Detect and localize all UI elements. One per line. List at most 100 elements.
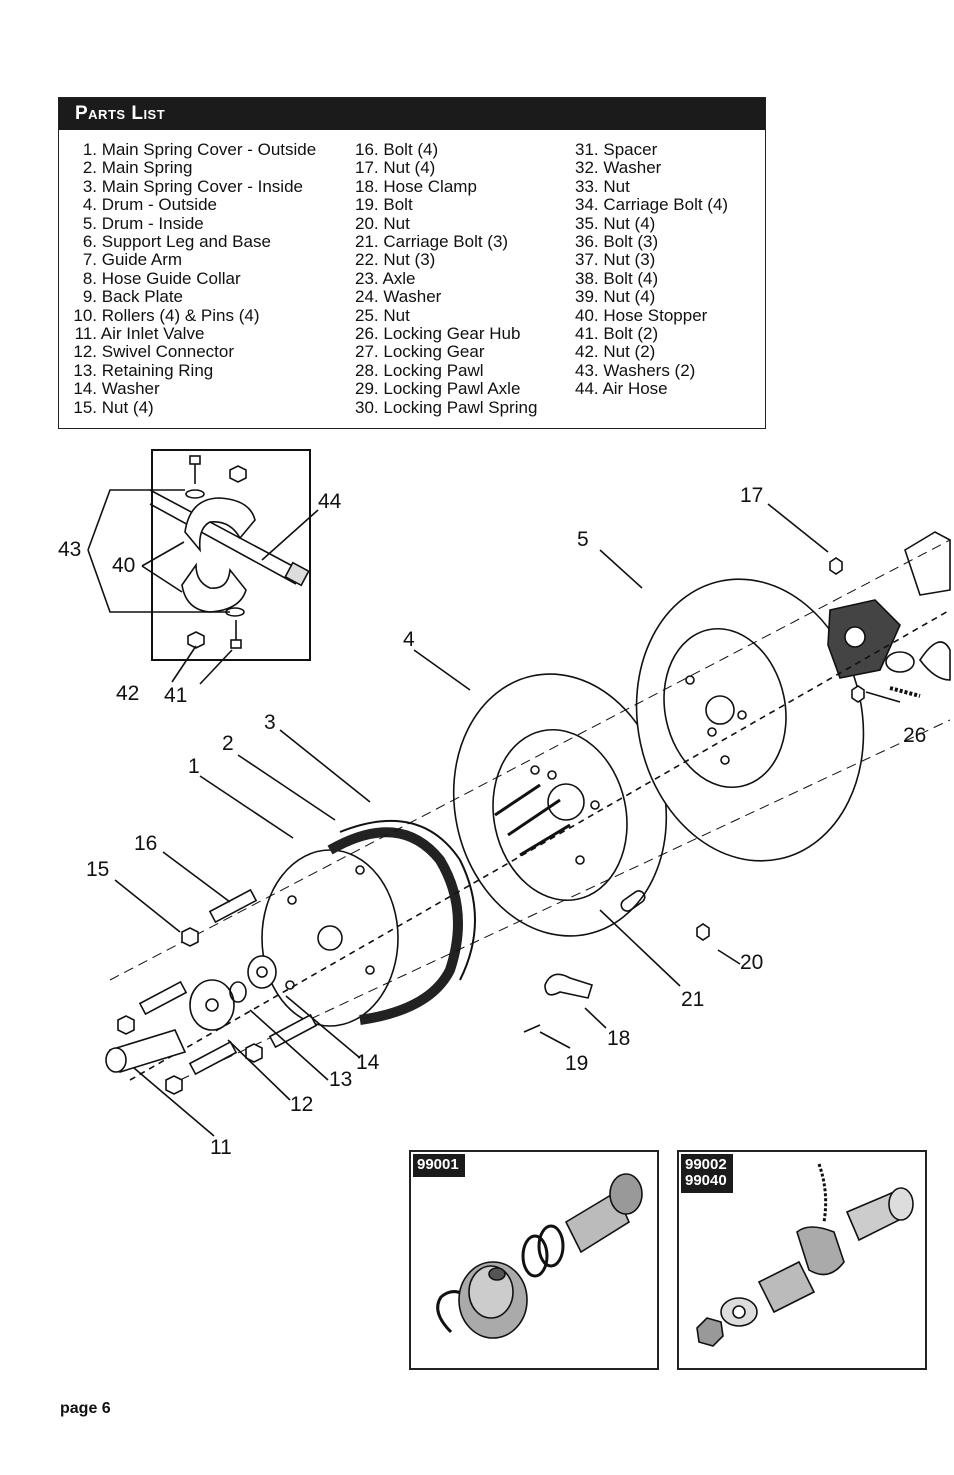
parts-item-text: Axle [382,268,416,288]
parts-list-item: 33. Nut [575,176,760,196]
callout-4: 4 [403,628,415,651]
exploded-diagram [87,449,951,1137]
parts-item-number: 26. [355,324,379,344]
parts-list-item: 39. Nut (4) [575,287,760,307]
parts-item-text: Nut [383,305,410,325]
parts-item-text: Carriage Bolt (4) [603,195,729,215]
parts-list-item: 29. Locking Pawl Axle [355,379,565,399]
kit-number-1: 99002 [685,1156,727,1173]
parts-list-item: 37. Nut (3) [575,250,760,270]
callout-21: 21 [681,988,705,1011]
parts-list-item: 25. Nut [355,305,565,325]
kit-label-99002-99040: 99002 99040 [681,1154,733,1193]
parts-item-number: 3. [82,176,97,196]
parts-item-text: Nut (4) [603,287,656,307]
parts-list-item: 30. Locking Pawl Spring [355,397,565,417]
callout-16: 16 [134,832,158,855]
parts-item-number: 42. [575,342,599,362]
callout-15: 15 [86,858,110,881]
parts-item-number: 29. [355,379,379,399]
parts-item-number: 8. [82,268,97,288]
parts-item-text: Washer [383,287,442,307]
page-number: page 6 [60,1400,111,1417]
callout-5: 5 [577,528,589,551]
parts-item-number: 9. [82,287,97,307]
callout-2: 2 [222,732,234,755]
parts-item-text: Locking Pawl Spring [383,397,538,417]
callout-26: 26 [903,724,927,747]
kit-box-99002-99040: 99002 99040 [677,1150,927,1370]
callout-20: 20 [740,951,764,974]
parts-item-number: 5. [82,213,97,233]
parts-item-text: Drum - Outside [101,195,217,215]
parts-item-text: Bolt [383,195,413,215]
parts-item-text: Nut (4) [101,397,154,417]
parts-item-text: Locking Pawl Axle [383,379,521,399]
kit-label-99001: 99001 [413,1154,465,1177]
spring-cover-inside [339,819,476,981]
callout-3: 3 [264,711,276,734]
parts-item-text: Air Hose [602,379,668,399]
parts-item-number: 30. [355,397,379,417]
kit-number: 99001 [417,1156,459,1173]
parts-item-number: 4. [82,195,97,215]
parts-list-item: 24. Washer [355,287,565,307]
parts-list-item: 6. Support Leg and Base [69,232,339,252]
parts-item-number: 40. [575,305,599,325]
parts-list-item: 36. Bolt (3) [575,232,760,252]
callout-14: 14 [356,1051,380,1074]
parts-item-text: Locking Gear Hub [383,324,521,344]
callout-19: 19 [565,1052,589,1075]
callout-40: 40 [112,554,136,577]
parts-item-text: Washer [101,379,160,399]
parts-item-text: Nut [603,176,630,196]
parts-item-text: Hose Guide Collar [101,268,241,288]
parts-item-text: Air Inlet Valve [100,324,205,344]
parts-item-text: Nut (4) [603,213,656,233]
parts-list-item: 20. Nut [355,214,565,233]
parts-list-item: 3. Main Spring Cover - Inside [69,176,339,196]
parts-item-number: 43. [575,360,599,380]
main-spring [327,827,463,1025]
parts-item-number: 41. [575,324,599,344]
parts-list-item: 15. Nut (4) [69,397,339,417]
parts-item-number: 13. [73,360,97,380]
callout-17: 17 [740,484,764,507]
parts-item-number: 11. [74,324,97,344]
parts-list-item: 19. Bolt [355,195,565,215]
parts-item-number: 16. [355,140,379,159]
parts-item-number: 21. [355,232,379,252]
callout-13: 13 [329,1068,353,1091]
kit-number-2: 99040 [685,1172,727,1189]
parts-item-number: 39. [575,287,599,307]
parts-item-text: Nut (2) [603,342,656,362]
parts-item-text: Bolt (2) [603,324,659,344]
parts-item-number: 6. [82,232,97,252]
parts-list-item: 28. Locking Pawl [355,360,565,380]
parts-item-number: 37. [575,250,599,270]
parts-item-text: Nut (4) [383,158,436,178]
parts-item-text: Swivel Connector [101,342,235,362]
parts-item-number: 28. [355,360,379,380]
parts-list-item: 42. Nut (2) [575,342,760,362]
swivel-connector [189,979,235,1031]
parts-list-item: 14. Washer [69,379,339,399]
parts-item-number: 10. [73,305,97,325]
parts-item-number: 32. [575,158,599,178]
parts-item-text: Hose Clamp [383,176,477,196]
parts-list-item: 1. Main Spring Cover - Outside [69,140,339,159]
parts-list-item: 5. Drum - Inside [69,213,339,233]
kit-box-99001: 99001 [409,1150,659,1370]
parts-item-number: 44. [575,379,599,399]
parts-list-item: 18. Hose Clamp [355,176,565,196]
parts-item-number: 2. [82,158,97,178]
callout-1: 1 [188,755,200,778]
parts-item-text: Main Spring [101,158,193,178]
parts-item-text: Bolt (3) [603,232,659,252]
parts-list-item: 9. Back Plate [69,287,339,307]
hose-stopper-bottom [181,562,247,613]
hose-clamp [544,973,593,999]
parts-item-text: Guide Arm [101,250,183,270]
